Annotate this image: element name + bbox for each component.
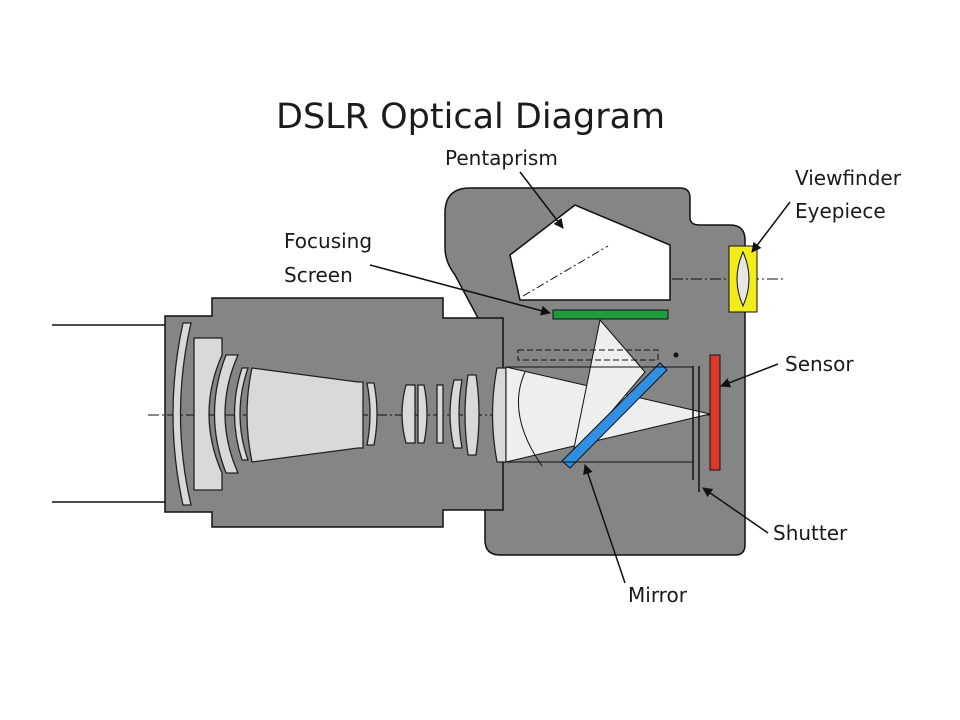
label-sensor: Sensor — [785, 352, 854, 376]
label-pentaprism: Pentaprism — [445, 146, 558, 170]
lens-element-5 — [366, 382, 378, 446]
lens-element-7 — [417, 384, 428, 444]
lens-element-3 — [213, 354, 239, 474]
lens-element-6 — [401, 384, 416, 444]
leader-sensor — [720, 363, 779, 388]
lens-element-relay — [246, 367, 364, 463]
mirror-up-outline — [517, 349, 659, 361]
mirror — [561, 362, 668, 469]
mirror-swing-arc — [517, 371, 543, 467]
lens-element-8 — [436, 384, 444, 444]
leader-shutter — [702, 487, 769, 534]
label-focusing-line2: Screen — [284, 263, 353, 287]
leader-focusing-screen — [369, 264, 551, 316]
pentaprism — [509, 204, 671, 301]
label-focusing-line1: Focusing — [284, 229, 372, 253]
label-shutter: Shutter — [773, 521, 848, 545]
label-viewfinder-line1: Viewfinder — [795, 166, 902, 190]
leader-viewfinder — [751, 201, 791, 253]
lens-element-2 — [193, 337, 223, 491]
lens-element-rear — [491, 367, 507, 463]
focusing-screen — [552, 309, 669, 320]
page-title: DSLR Optical Diagram — [276, 97, 665, 137]
lens-element-4 — [233, 367, 249, 461]
sensor — [709, 354, 721, 471]
lens-element-front-meniscus — [172, 322, 192, 506]
leader-pentaprism — [519, 171, 564, 229]
mirror-pivot — [673, 352, 679, 358]
label-mirror: Mirror — [628, 583, 688, 607]
lens-element-9 — [449, 379, 463, 449]
label-viewfinder-line2: Eyepiece — [795, 199, 886, 223]
leader-mirror — [583, 464, 626, 584]
prism-internal-axis — [522, 245, 609, 297]
lens-element-10 — [464, 374, 480, 456]
eyepiece-lens — [736, 250, 750, 308]
